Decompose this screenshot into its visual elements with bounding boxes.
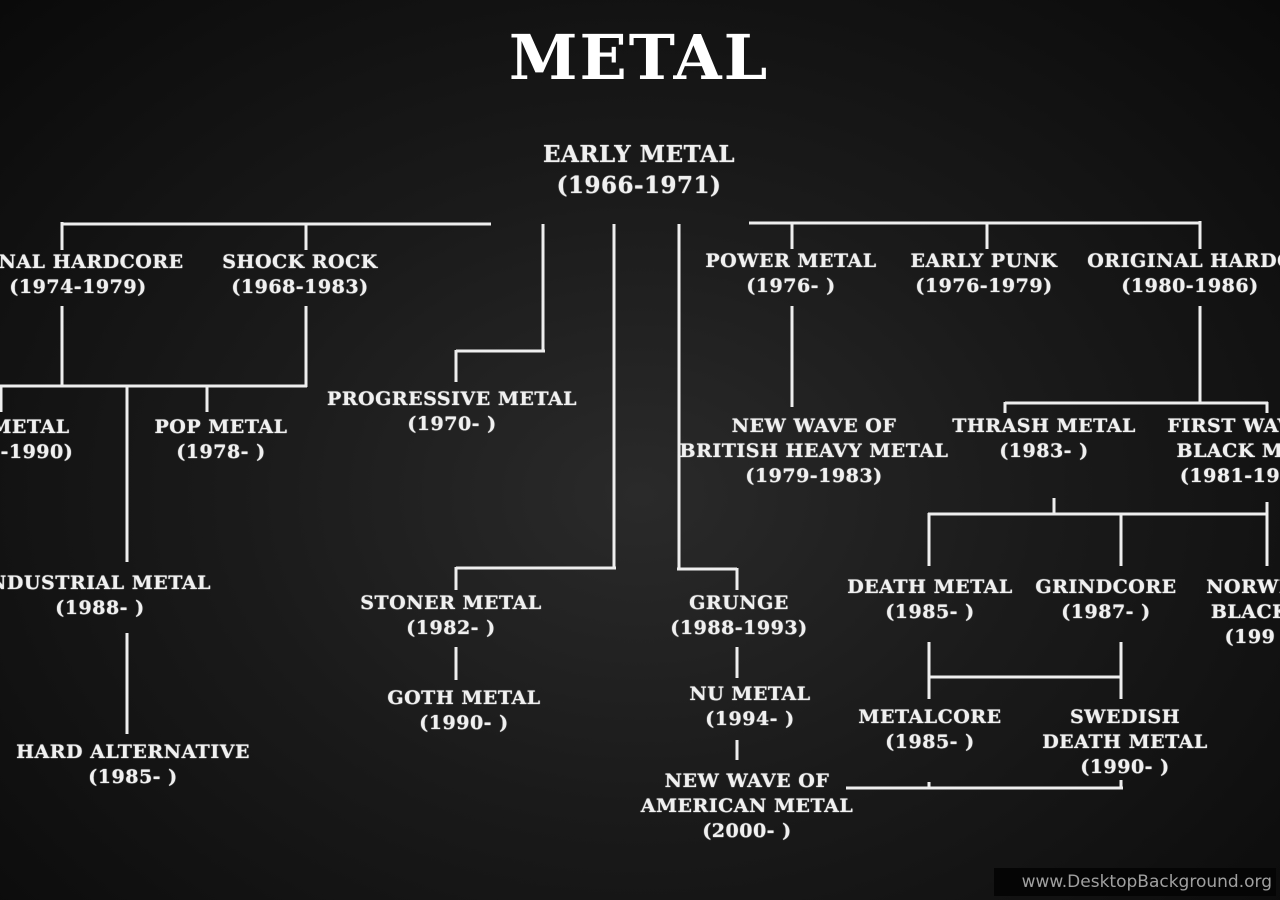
genre-years: (1994- ): [705, 708, 795, 730]
genre-name: NDUSTRIAL METAL: [0, 572, 211, 594]
node-nwoaham: NEW WAVE OF AMERICAN METAL (2000- ): [641, 769, 854, 844]
genre-name-line1: NEW WAVE OF: [664, 770, 830, 792]
node-first-wave-black-metal: FIRST WAV BLACK M (1981-19: [1167, 414, 1280, 489]
genre-years: (1970- ): [407, 413, 497, 435]
genre-name: NU METAL: [689, 683, 811, 705]
node-progressive-metal: PROGRESSIVE METAL (1970- ): [327, 387, 577, 437]
node-grindcore: GRINDCORE (1987- ): [1035, 575, 1176, 625]
genre-years: (199: [1224, 626, 1276, 648]
watermark-text: www.DesktopBackground.org: [993, 868, 1276, 896]
node-death-metal: DEATH METAL (1985- ): [847, 575, 1013, 625]
genre-years: (1987- ): [1061, 601, 1151, 623]
genre-name: ORIGINAL HARDC: [1087, 250, 1280, 272]
genre-name: POWER METAL: [705, 250, 877, 272]
genre-name: GINAL HARDCORE: [0, 251, 184, 273]
genre-years: (1990- ): [419, 712, 509, 734]
genre-name: POP METAL: [154, 416, 288, 438]
genre-name-line1: NEW WAVE OF: [731, 415, 897, 437]
node-original-hardcore-1980: ORIGINAL HARDC (1980-1986): [1087, 249, 1280, 299]
node-power-metal: POWER METAL (1976- ): [705, 249, 876, 299]
genre-name-line2: AMERICAN METAL: [640, 795, 854, 817]
genre-name-line2: BRITISH HEAVY METAL: [679, 440, 949, 462]
genre-years: (1976- ): [746, 275, 836, 297]
node-goth-metal: GOTH METAL (1990- ): [387, 686, 540, 736]
genre-name: GOTH METAL: [387, 687, 541, 709]
genre-name: METALCORE: [858, 706, 1002, 728]
genre-years: (1968-1983): [231, 276, 369, 298]
genre-name: EARLY PUNK: [910, 250, 1058, 272]
node-industrial-metal: NDUSTRIAL METAL (1988- ): [0, 571, 211, 621]
genre-name: EARLY METAL: [543, 141, 735, 168]
genre-years: (1966-1971): [556, 172, 722, 199]
node-original-hardcore-1974: GINAL HARDCORE (1974-1979): [0, 250, 184, 300]
node-glam-metal: METAL 3-1990): [0, 415, 73, 465]
genre-years: (1983- ): [999, 440, 1089, 462]
node-hard-alternative: HARD ALTERNATIVE (1985- ): [16, 740, 250, 790]
genre-years: (1985- ): [885, 731, 975, 753]
genre-name: GRINDCORE: [1035, 576, 1177, 598]
genre-years: (1979-1983): [745, 465, 883, 487]
genre-name: HARD ALTERNATIVE: [16, 741, 250, 763]
genre-years: (1981-19: [1179, 465, 1280, 487]
node-swedish-death-metal: SWEDISH DEATH METAL (1990- ): [1042, 705, 1208, 780]
genre-name: GRUNGE: [689, 592, 789, 614]
genre-name-line2: BLACK: [1210, 601, 1280, 623]
node-nwobhm: NEW WAVE OF BRITISH HEAVY METAL (1979-19…: [680, 414, 949, 489]
genre-name-line2: DEATH METAL: [1042, 731, 1208, 753]
genre-years: (1990- ): [1080, 756, 1170, 778]
genre-name-line2: BLACK M: [1176, 440, 1280, 462]
genre-name-line1: NORWE: [1206, 576, 1280, 598]
node-stoner-metal: STONER METAL (1982- ): [360, 591, 541, 641]
node-nu-metal: NU METAL (1994- ): [689, 682, 810, 732]
genre-years: (1985- ): [88, 766, 178, 788]
genre-years: (1976-1979): [915, 275, 1053, 297]
genre-years: 3-1990): [0, 441, 74, 463]
genre-years: (2000- ): [702, 820, 792, 842]
genre-years: (1985- ): [885, 601, 975, 623]
diagram-title: METAL: [508, 21, 770, 94]
genre-years: (1988- ): [55, 597, 145, 619]
genre-name: PROGRESSIVE METAL: [326, 388, 578, 410]
node-early-metal: EARLY METAL (1966-1971): [543, 139, 735, 201]
genre-years: (1988-1993): [670, 617, 808, 639]
genre-name: STONER METAL: [360, 592, 542, 614]
node-early-punk: EARLY PUNK (1976-1979): [910, 249, 1057, 299]
genre-name: METAL: [0, 416, 70, 438]
genre-years: (1974-1979): [9, 276, 147, 298]
genre-years: (1982- ): [406, 617, 496, 639]
genre-name: THRASH METAL: [952, 415, 1136, 437]
genre-name-line1: SWEDISH: [1069, 706, 1181, 728]
node-norwegian-black-metal: NORWE BLACK (199: [1206, 575, 1280, 650]
node-thrash-metal: THRASH METAL (1983- ): [952, 414, 1136, 464]
node-grunge: GRUNGE (1988-1993): [670, 591, 807, 641]
genre-years: (1978- ): [176, 441, 266, 463]
node-metalcore: METALCORE (1985- ): [858, 705, 1001, 755]
node-shock-rock: SHOCK ROCK (1968-1983): [222, 250, 377, 300]
genre-years: (1980-1986): [1121, 275, 1259, 297]
genre-name: DEATH METAL: [847, 576, 1013, 598]
genre-name-line1: FIRST WAV: [1167, 415, 1280, 437]
node-pop-metal: POP METAL (1978- ): [155, 415, 288, 465]
genre-name: SHOCK ROCK: [222, 251, 378, 273]
